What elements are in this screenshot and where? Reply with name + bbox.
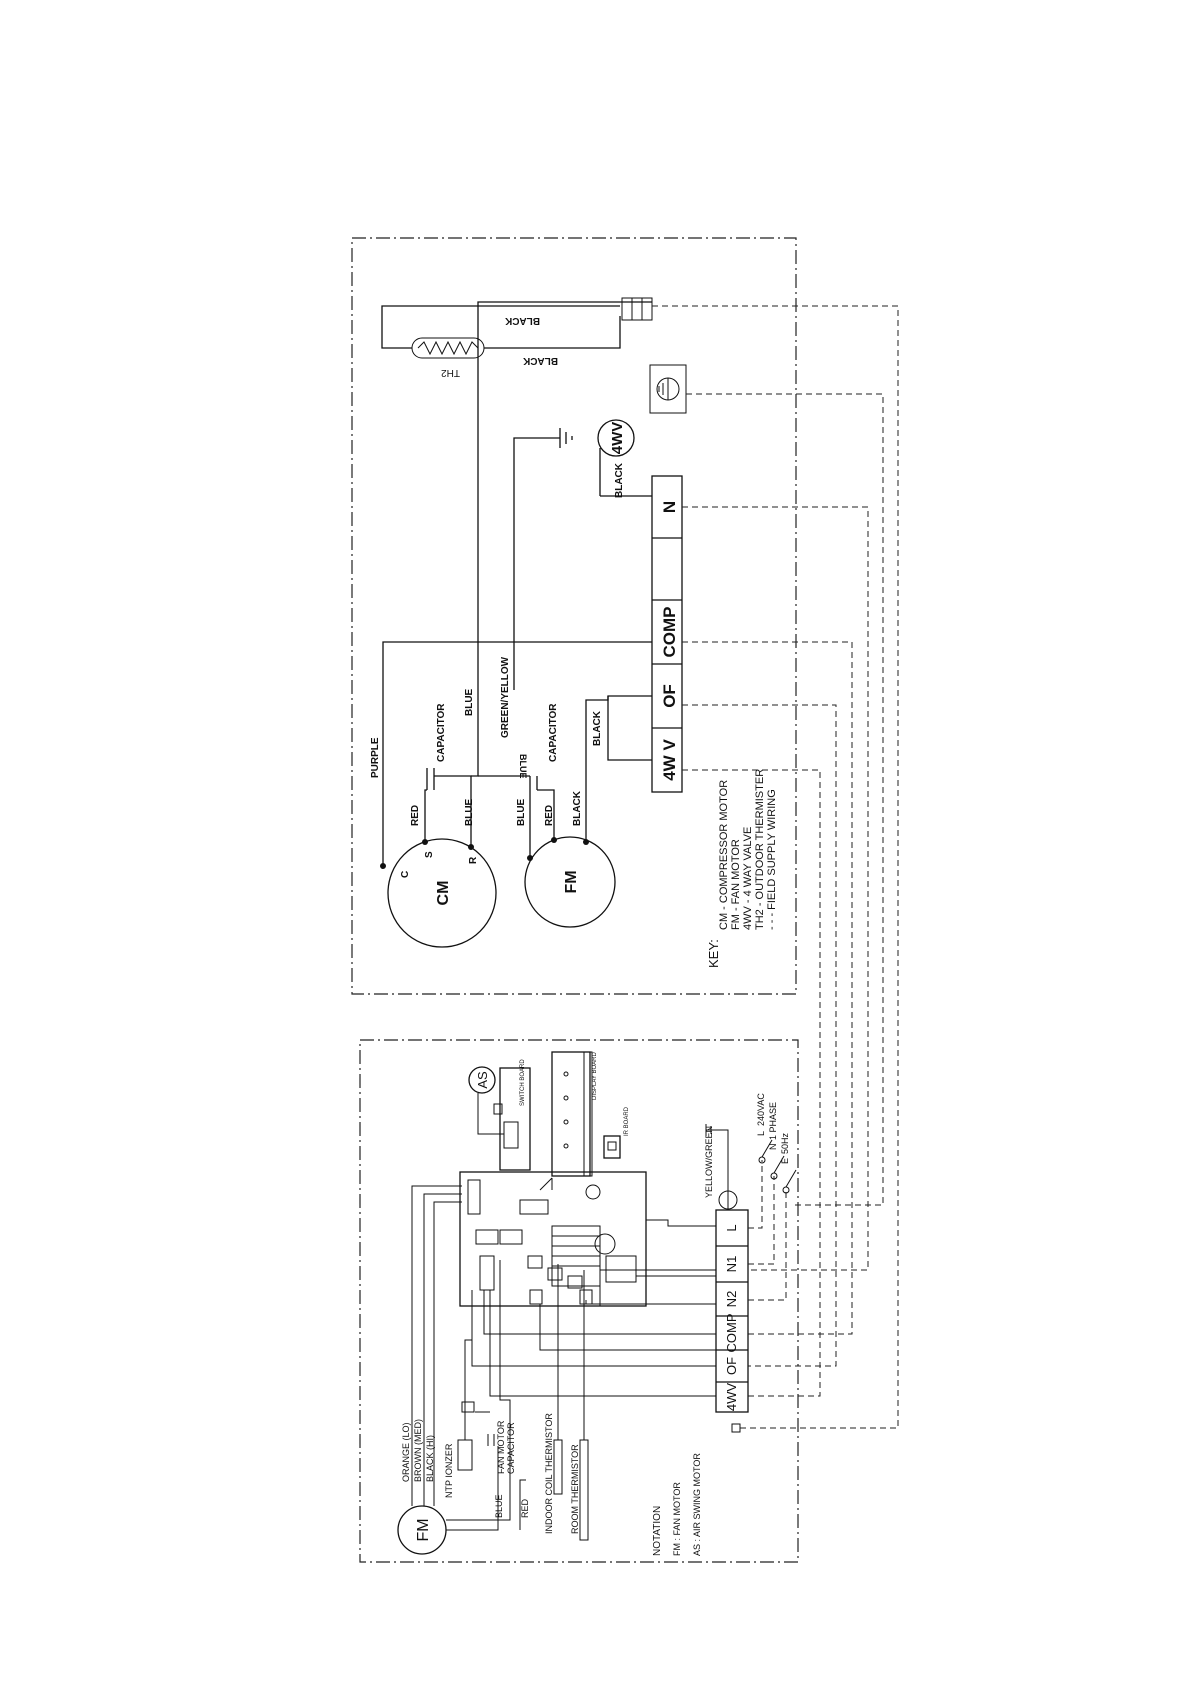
fan-capacitor-label: CAPACITOR <box>506 1422 516 1474</box>
outdoor-unit: BLACK BLACK TH2 4WV BLACK <box>351 237 797 995</box>
display-board-label: DISPLAY BOARD <box>592 1052 598 1100</box>
fan-capacitor-label: FAN MOTOR <box>496 1420 506 1474</box>
ionizer <box>457 1439 473 1471</box>
terminal-l: L <box>724 1224 739 1231</box>
terminal-n2: N2 <box>724 1291 739 1308</box>
compressor-pin-r: R <box>468 856 479 864</box>
key-item: FM - FAN MOTOR <box>730 839 742 930</box>
compressor-motor: CM C S R <box>380 838 497 948</box>
outdoor-fan-motor-icon <box>524 836 616 928</box>
fan-wire-label: BROWN (MED) <box>413 1419 423 1482</box>
purple-wire-label: PURPLE <box>370 737 381 778</box>
red-wire-label: RED <box>544 805 555 826</box>
notation-item: FM : FAN MOTOR <box>672 1482 682 1556</box>
key-item: CM - COMPRESSOR MOTOR <box>718 780 730 930</box>
supply-spec: 50Hz <box>780 1132 790 1154</box>
outdoor-thermistor: BLACK BLACK TH2 <box>381 297 653 378</box>
display-board <box>551 1051 591 1177</box>
key-item: - - - FIELD SUPPLY WIRING <box>766 789 778 930</box>
outdoor-enclosure <box>351 237 797 995</box>
ir-board-label: IR BOARD <box>624 1106 630 1136</box>
ionizer-label: NTP IONZER <box>444 1443 454 1498</box>
th2-wire-label: BLACK <box>504 315 540 326</box>
fan-wire-label: BLACK (HI) <box>425 1435 435 1482</box>
valve-wire-label: BLACK <box>614 462 625 498</box>
blue-wire-label: BLUE <box>516 798 527 826</box>
blue-wire-label: BLUE <box>518 754 528 779</box>
terminal-n1: N1 <box>724 1256 739 1273</box>
blue-wire-label: BLUE <box>464 798 475 826</box>
red-wire-label: RED <box>410 805 421 826</box>
outdoor-ground-terminal <box>649 364 687 414</box>
compressor-motor-icon <box>387 838 497 948</box>
supply-spec: 240VAC <box>756 1093 766 1126</box>
terminal-4wv: 4W V <box>660 739 679 781</box>
supply-switch-label: N <box>768 1144 778 1151</box>
valve-coil-icon <box>597 419 635 457</box>
supply-switch-label: E <box>780 1158 790 1164</box>
terminal-of: OF <box>660 684 679 708</box>
valve-label: 4WV <box>609 422 626 455</box>
terminal-of: OF <box>724 1357 739 1375</box>
terminal-4wv: 4WV <box>724 1383 739 1412</box>
indoor-notation: NOTATION FM : FAN MOTOR AS : AIR SWING M… <box>652 1453 702 1556</box>
compressor-label: CM <box>435 881 452 906</box>
notation-item: AS : AIR SWING MOTOR <box>692 1453 702 1556</box>
black-wire-label: BLACK <box>592 710 603 746</box>
control-pcb <box>459 1171 647 1307</box>
blue-wire-label: BLUE <box>464 688 475 716</box>
ground-wire-label: YELLOW/GREEN <box>704 1126 714 1198</box>
capacitor-label: CAPACITOR <box>548 703 559 762</box>
field-supply-wiring <box>652 305 899 1429</box>
outdoor-fan-motor: FM <box>524 836 616 928</box>
indoor-enclosure <box>359 1039 799 1563</box>
cap-wire-label: RED <box>520 1498 530 1518</box>
swing-motor-icon <box>468 1066 496 1094</box>
th2-connector <box>621 297 653 321</box>
terminal-n: N <box>660 501 679 513</box>
four-way-valve-coil: 4WV BLACK <box>597 419 652 498</box>
green-yellow-label: GREEN/YELLOW <box>500 656 511 738</box>
indoor-terminal-block: 4WV OF COMP N2 N1 L <box>715 1209 749 1433</box>
thermistor-label: ROOM THERMISTOR <box>570 1444 580 1534</box>
terminal-comp: COMP <box>660 607 679 658</box>
switch-board-label: SWITCH BOARD <box>520 1059 526 1106</box>
notation-title: NOTATION <box>652 1506 663 1556</box>
compressor-pin-c: C <box>400 871 411 878</box>
capacitor-label: CAPACITOR <box>436 703 447 762</box>
supply-switch-label: L <box>756 1131 766 1136</box>
compressor-pin-s: S <box>424 851 435 858</box>
indoor-unit: AS SWITCH BOARD DISPLAY BOARD IR BOARD F… <box>359 1039 799 1563</box>
terminal-comp: COMP <box>724 1314 739 1353</box>
key-title: KEY: <box>706 939 721 968</box>
indoor-fan-label: FM <box>415 1518 432 1541</box>
outdoor-fan-label: FM <box>563 870 580 893</box>
supply-spec: 1 PHASE <box>768 1102 778 1140</box>
power-supply: L N E 240VAC 1 PHASE 50Hz YELLOW/GREEN <box>704 1093 797 1301</box>
black-wire-label: BLACK <box>572 790 583 826</box>
th2-label: TH2 <box>441 367 460 378</box>
key-item: TH2 - OUTDOOR THERMISTER <box>754 769 766 930</box>
outdoor-terminal-block: 4W V OF COMP N <box>651 475 683 793</box>
key-item: 4WV - 4 WAY VALVE <box>742 827 754 930</box>
swing-motor-label: AS <box>475 1071 490 1089</box>
th2-wire-label: BLACK <box>522 355 558 366</box>
ir-board <box>603 1135 621 1159</box>
fan-wire-label: ORANGE (LO) <box>401 1422 411 1482</box>
switch-board <box>499 1067 531 1171</box>
outdoor-key: KEY: CM - COMPRESSOR MOTOR FM - FAN MOTO… <box>706 769 778 968</box>
thermistor-label: INDOOR COIL THERMISTOR <box>544 1413 554 1534</box>
cap-wire-label: BLUE <box>494 1494 504 1518</box>
